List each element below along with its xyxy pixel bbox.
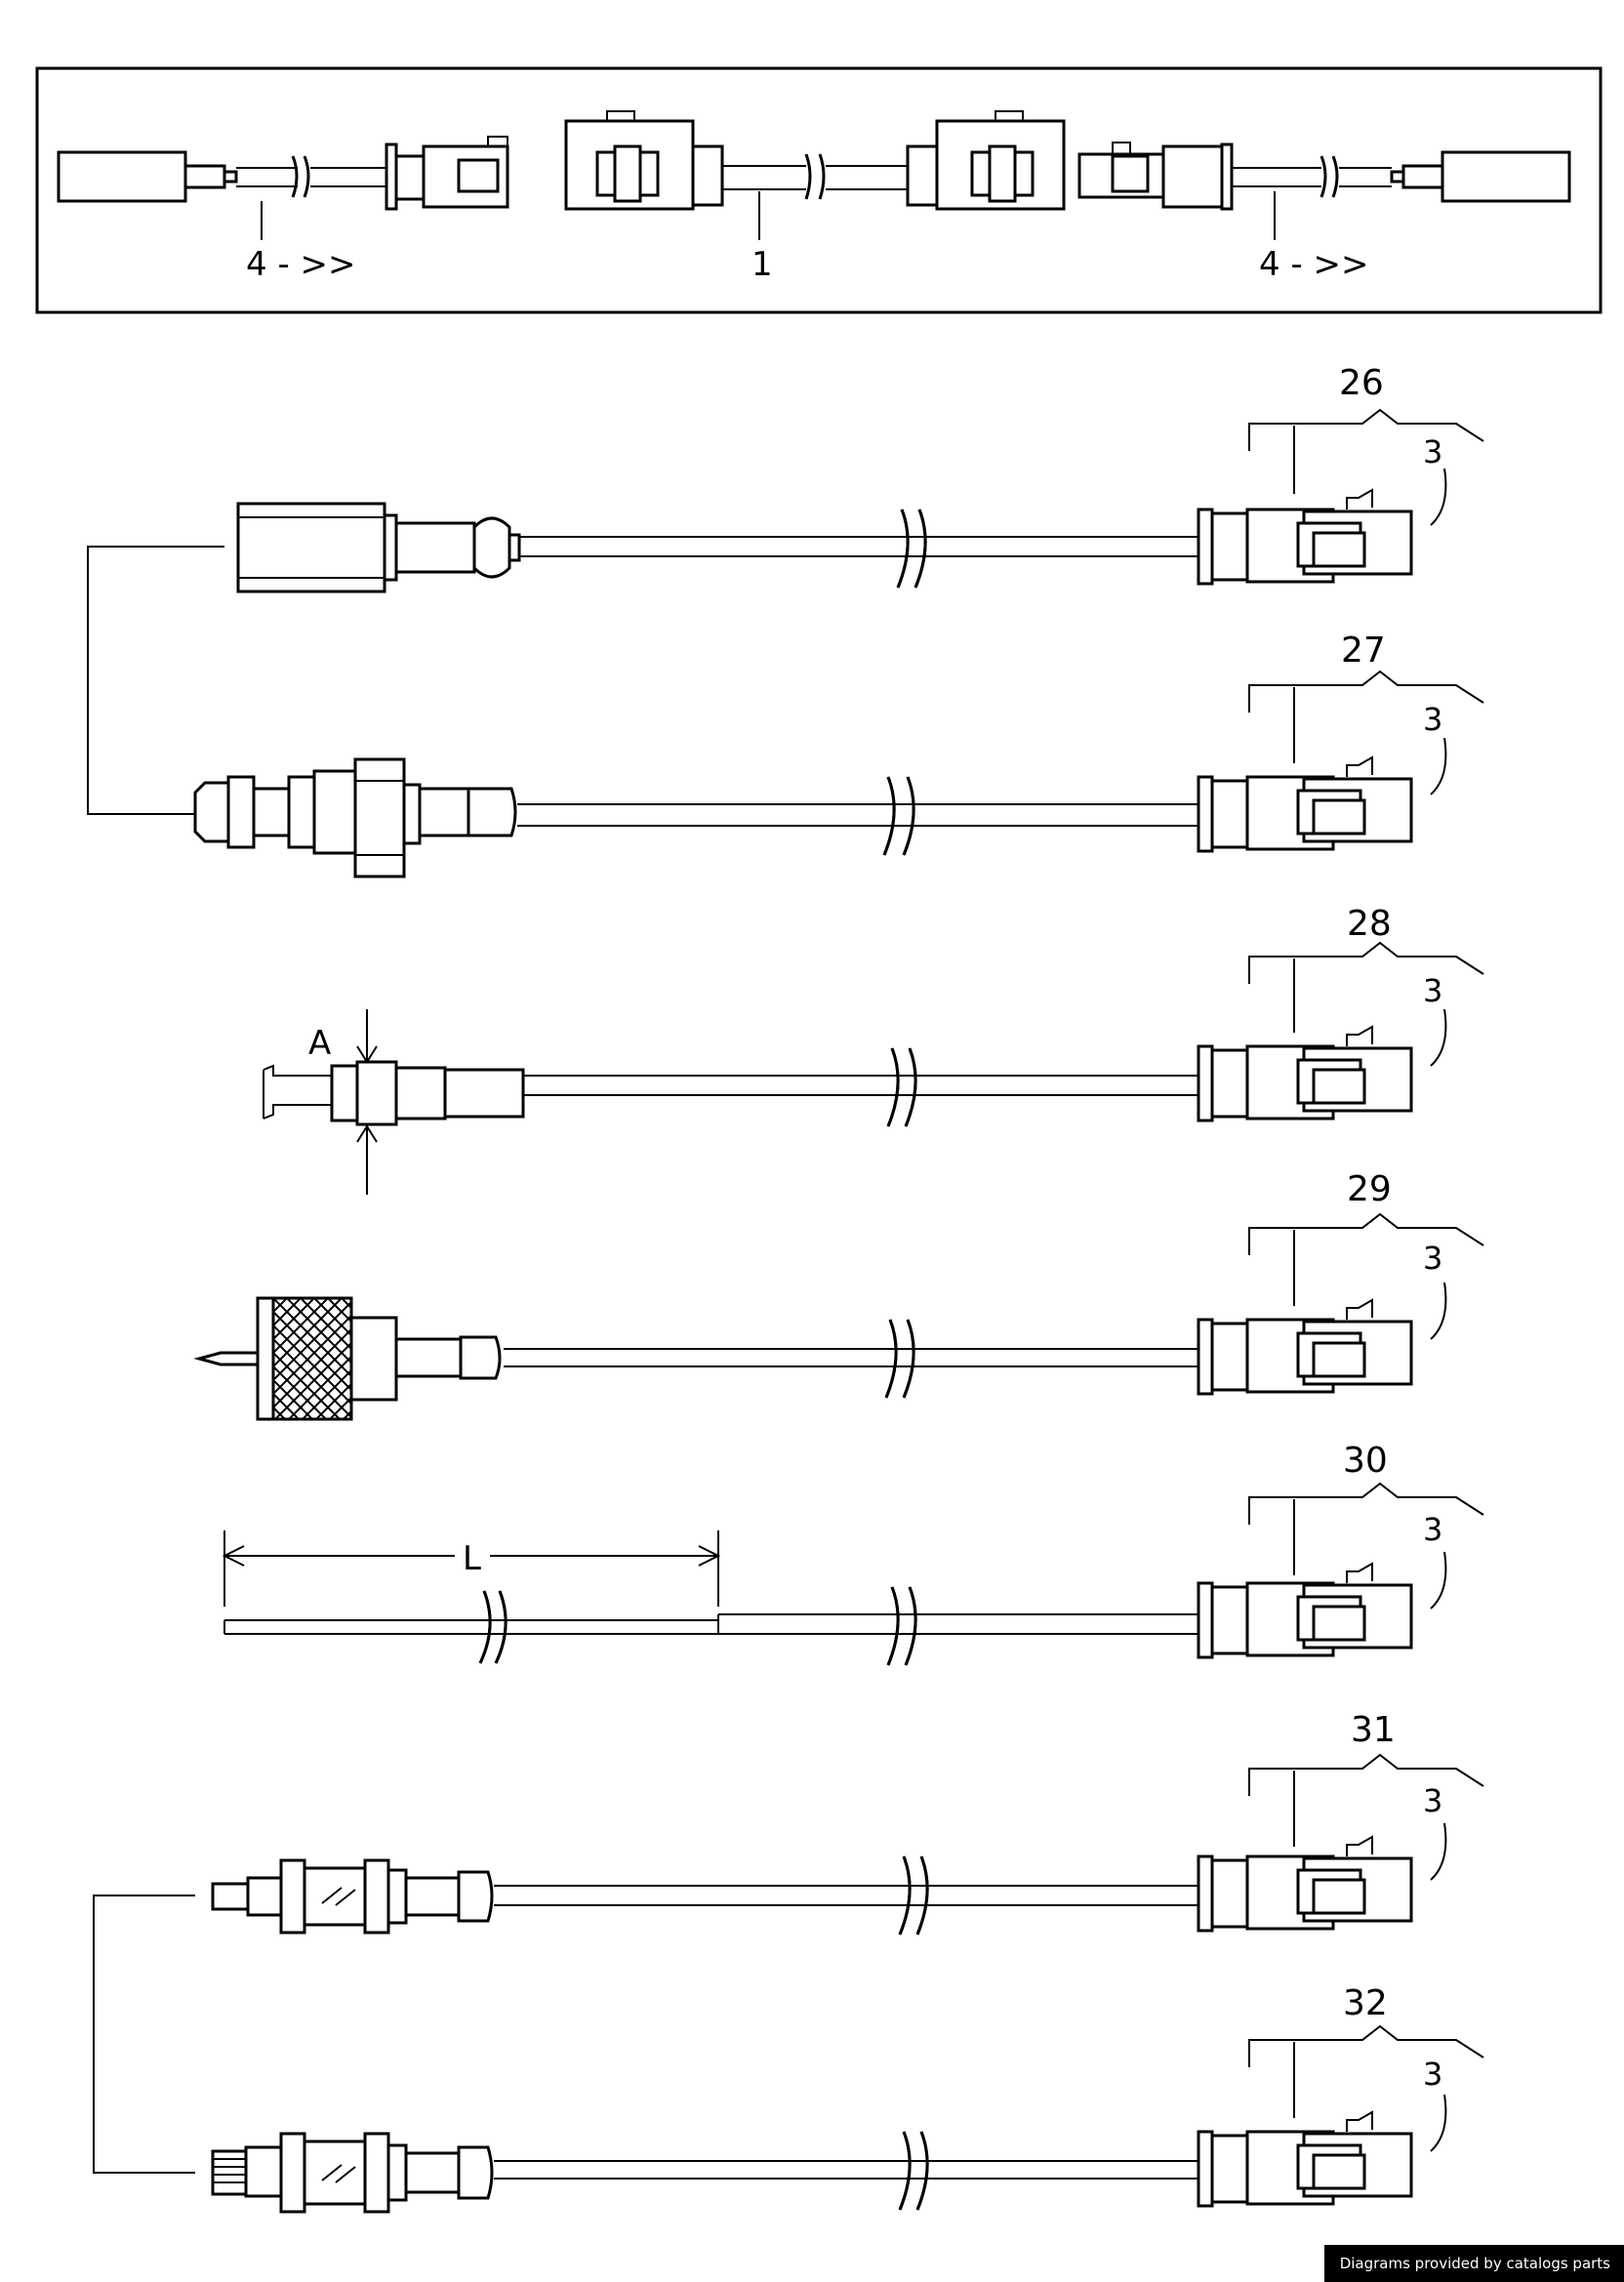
cable-28-wire — [523, 1047, 1198, 1127]
cable-30-wire — [223, 1586, 1198, 1666]
cable-28-connector-number: 3 — [1423, 972, 1442, 1009]
cable-29-wire — [504, 1319, 1198, 1399]
overview-label-right: 4 - >> — [1259, 245, 1369, 284]
cable-28-plug — [263, 1060, 525, 1126]
credit-banner: Diagrams provided by catalogs parts — [1323, 2245, 1624, 2282]
cable-32-connector — [1197, 2110, 1413, 2208]
cable-26-connector-number: 3 — [1423, 433, 1442, 470]
cable-30-connector-number: 3 — [1423, 1511, 1442, 1548]
cable-26-plug — [236, 502, 521, 593]
dimension-a-arrows: A — [308, 1009, 378, 1195]
cable-30-callout: 30 3 — [1248, 1441, 1484, 1610]
cable-27-connector — [1197, 755, 1413, 853]
cable-30-connector — [1197, 1562, 1413, 1659]
cable-30-item-number: 30 — [1343, 1441, 1388, 1481]
cable-32-item-number: 32 — [1343, 1983, 1388, 2023]
cable-27-item-number: 27 — [1341, 631, 1386, 671]
cable-27-connector-number: 3 — [1423, 701, 1442, 738]
overview-cable-center — [564, 110, 1066, 211]
cable-26-callout: 26 3 — [1248, 363, 1484, 526]
cable-27-callout: 27 3 — [1248, 631, 1484, 795]
cable-29-connector — [1197, 1298, 1413, 1396]
overview-panel: 4 - >> 1 — [35, 66, 1603, 314]
cable-31-callout: 31 3 — [1248, 1710, 1484, 1881]
cable-31-wire — [494, 1855, 1198, 1936]
dimension-a-label: A — [308, 1024, 331, 1063]
bracket-31-32 — [93, 1895, 195, 2174]
cable-29-callout: 29 3 — [1248, 1169, 1484, 1340]
cable-31-item-number: 31 — [1351, 1710, 1396, 1750]
cable-26-wire — [517, 509, 1198, 589]
cable-31-plug — [211, 1858, 494, 1935]
cable-32-plug — [211, 2132, 494, 2214]
cable-26-connector — [1197, 488, 1413, 586]
cable-28-item-number: 28 — [1347, 904, 1392, 944]
cable-31-connector — [1197, 1835, 1413, 1933]
cable-26-item-number: 26 — [1339, 363, 1384, 403]
dimension-l-label: L — [463, 1539, 481, 1578]
overview-label-left: 4 - >> — [246, 245, 356, 284]
cable-32-callout: 32 3 — [1248, 1983, 1484, 2152]
overview-cable-left — [57, 136, 509, 211]
bracket-26-27 — [87, 546, 224, 815]
cable-31-connector-number: 3 — [1423, 1782, 1442, 1819]
cable-28-callout: 28 3 — [1248, 904, 1484, 1067]
cable-28-connector — [1197, 1025, 1413, 1122]
overview-frame — [35, 66, 1603, 314]
cable-32-connector-number: 3 — [1423, 2056, 1442, 2093]
cable-29-connector-number: 3 — [1423, 1240, 1442, 1277]
cable-32-wire — [494, 2131, 1198, 2211]
overview-label-center: 1 — [751, 245, 773, 284]
dimension-l: L — [222, 1530, 721, 1607]
cable-27-wire — [517, 776, 1198, 856]
cable-29-item-number: 29 — [1347, 1169, 1392, 1209]
overview-cable-right — [1077, 142, 1571, 211]
cable-29-plug — [193, 1296, 502, 1421]
cable-27-plug — [193, 757, 517, 878]
